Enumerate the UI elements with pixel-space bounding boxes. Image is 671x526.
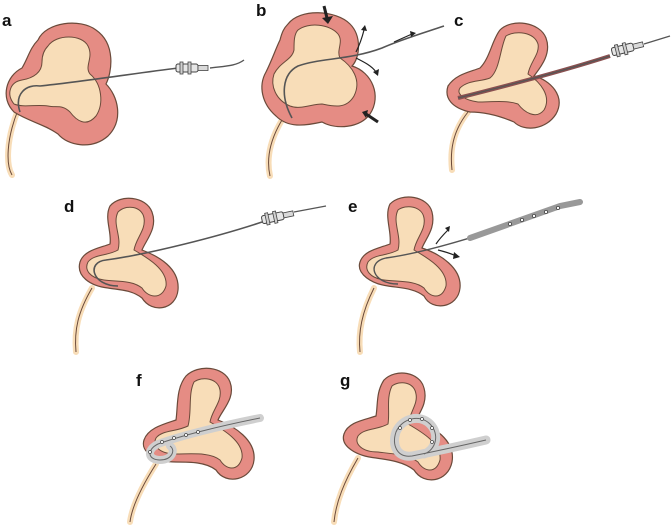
- syringe-icon: [175, 61, 209, 75]
- arrow-icon: [365, 112, 379, 124]
- catheter-holes: [398, 417, 434, 444]
- panel-e-label: e: [348, 197, 357, 216]
- tube-holes: [148, 430, 200, 454]
- collecting-system: [154, 378, 243, 469]
- syringe-icon: [260, 206, 296, 227]
- dilation-arrow-icon: [437, 249, 457, 257]
- panel-g-label: g: [340, 371, 350, 390]
- syringe-icon: [610, 37, 646, 59]
- dilation-arrow-icon: [435, 229, 449, 245]
- guidewire: [17, 67, 179, 113]
- dilator: [467, 199, 583, 241]
- panel-e: e: [348, 196, 583, 355]
- panel-b: b: [256, 1, 445, 179]
- panel-d-label: d: [64, 197, 74, 216]
- arrow-icon: [322, 16, 333, 24]
- panel-f: f: [127, 367, 264, 525]
- panel-f-label: f: [136, 371, 142, 390]
- collecting-system: [86, 206, 167, 297]
- collecting-system: [366, 206, 447, 297]
- panel-a: a: [2, 11, 245, 178]
- panel-c: c: [446, 11, 671, 173]
- guidewire: [93, 221, 263, 287]
- panel-d: d: [64, 197, 327, 355]
- collecting-system: [272, 24, 358, 108]
- dilation-arrow-icon: [355, 57, 377, 73]
- panel-a-label: a: [2, 11, 12, 30]
- collecting-system: [9, 36, 102, 123]
- panel-b-label: b: [256, 1, 266, 20]
- dilator-holes: [507, 205, 561, 226]
- guidewire: [283, 25, 445, 119]
- ureter: [5, 107, 21, 178]
- dilation-arrow-icon: [355, 29, 365, 53]
- arrow-icon: [393, 33, 413, 43]
- panel-g: g: [331, 371, 491, 525]
- panel-c-label: c: [454, 11, 463, 30]
